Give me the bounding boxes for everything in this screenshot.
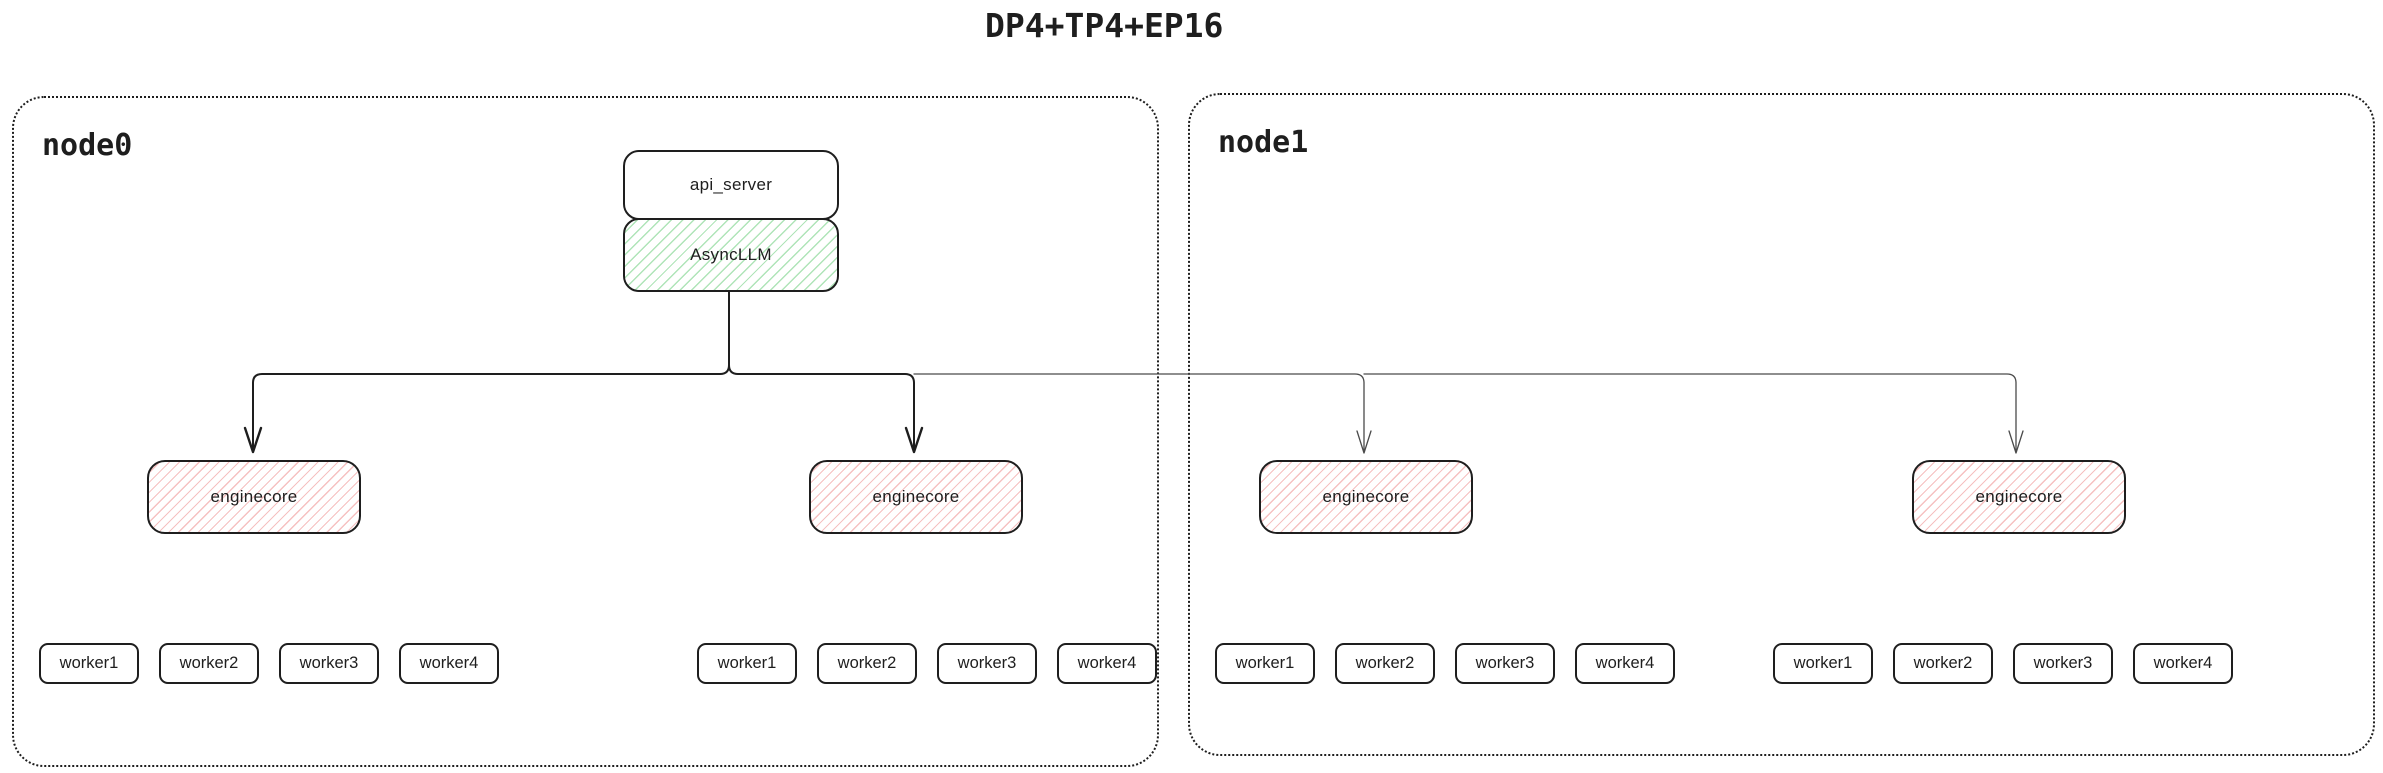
worker-box: worker2 [159, 643, 259, 684]
worker-box: worker4 [399, 643, 499, 684]
worker-box: worker2 [1335, 643, 1435, 684]
worker-group-1: worker1 worker2 worker3 worker4 [39, 643, 499, 684]
enginecore-label: enginecore [210, 487, 298, 506]
diagram-title: DP4+TP4+EP16 [985, 6, 1224, 45]
enginecore-box-2: enginecore [809, 460, 1023, 534]
worker-box: worker3 [2013, 643, 2113, 684]
worker-box: worker2 [817, 643, 917, 684]
enginecore-label: enginecore [872, 487, 960, 506]
node1-container: node1 [1188, 93, 2375, 756]
enginecore-box-3: enginecore [1259, 460, 1473, 534]
enginecore-label: enginecore [1322, 487, 1410, 506]
enginecore-label: enginecore [1975, 487, 2063, 506]
bold-connector-lines [243, 289, 924, 454]
worker-box: worker1 [39, 643, 139, 684]
asyncllm-box: AsyncLLM [623, 218, 839, 292]
worker-box: worker4 [1575, 643, 1675, 684]
worker-box: worker1 [697, 643, 797, 684]
worker-box: worker3 [279, 643, 379, 684]
worker-box: worker2 [1893, 643, 1993, 684]
enginecore-box-1: enginecore [147, 460, 361, 534]
node0-label: node0 [42, 128, 133, 163]
worker-box: worker1 [1773, 643, 1873, 684]
worker-box: worker3 [1455, 643, 1555, 684]
api-server-label: api_server [689, 175, 773, 194]
node0-container: node0 [12, 96, 1159, 767]
worker-box: worker3 [937, 643, 1037, 684]
worker-group-2: worker1 worker2 worker3 worker4 [697, 643, 1157, 684]
node1-label: node1 [1218, 125, 1309, 160]
enginecore-box-4: enginecore [1912, 460, 2126, 534]
worker-box: worker4 [2133, 643, 2233, 684]
worker-group-4: worker1 worker2 worker3 worker4 [1773, 643, 2233, 684]
api-server-box: api_server [623, 150, 839, 220]
worker-box: worker1 [1215, 643, 1315, 684]
worker-group-3: worker1 worker2 worker3 worker4 [1215, 643, 1675, 684]
worker-box: worker4 [1057, 643, 1157, 684]
thin-connector-lines [913, 373, 2024, 454]
asyncllm-label: AsyncLLM [690, 245, 772, 264]
